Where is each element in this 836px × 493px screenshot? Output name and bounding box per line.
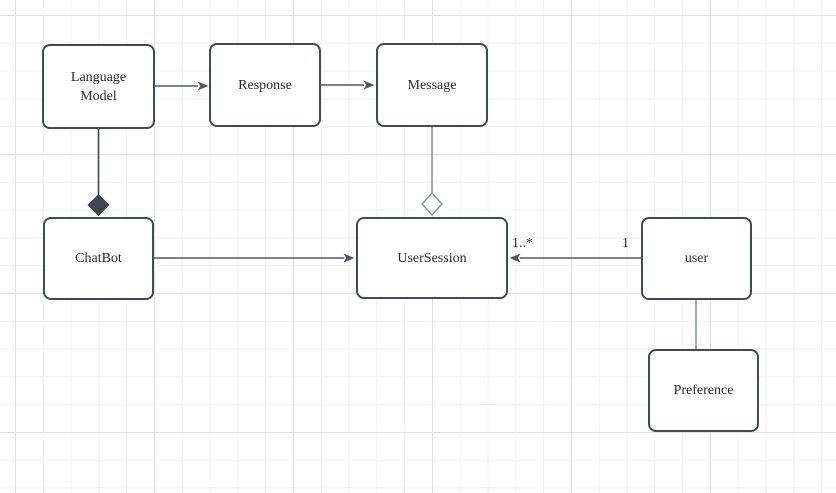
multiplicity-label-user-session[interactable]: 1..* [512,236,533,251]
node-preference[interactable]: Preference [648,349,759,432]
node-label-user: user [684,251,709,266]
composition-diamond-icon [87,194,110,216]
node-chatbot[interactable]: ChatBot [43,217,154,300]
node-label-response: Response [238,77,292,93]
node-label-message: Message [407,77,457,93]
node-label-preference: Preference [673,383,734,398]
node-label-user-session: UserSession [397,250,467,266]
node-response[interactable]: Response [209,43,321,127]
edge-language-model-chatbot-composition[interactable] [87,129,110,216]
node-label-chatbot: ChatBot [75,251,122,266]
node-user[interactable]: user [641,217,752,300]
node-label-language-model: Language Model [70,69,127,104]
node-user-session[interactable]: UserSession [356,217,508,299]
node-language-model[interactable]: Language Model [42,44,155,129]
aggregation-diamond-icon [420,191,444,217]
multiplicity-label-user[interactable]: 1 [622,236,629,251]
edge-message-user-session-aggregation[interactable] [420,127,444,217]
node-message[interactable]: Message [376,43,488,127]
